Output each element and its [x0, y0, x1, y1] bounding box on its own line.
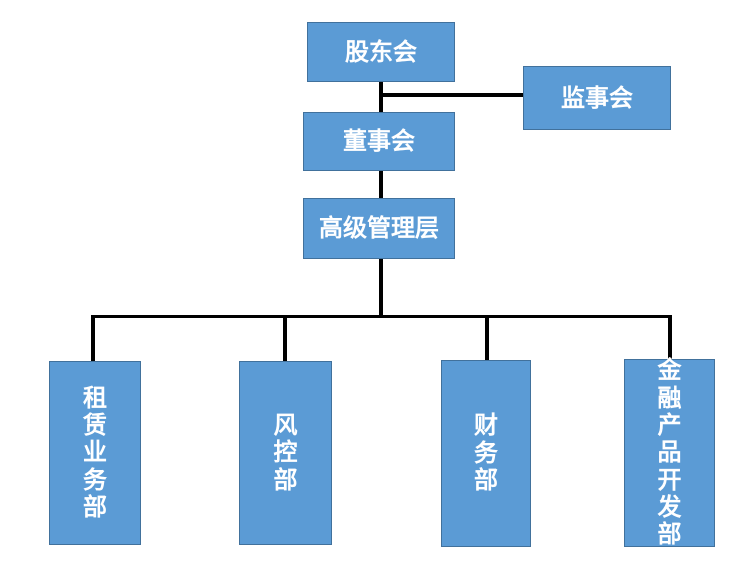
- connector-branch-dept-finance: [485, 315, 489, 362]
- connector-shareholders-supervisors: [381, 93, 524, 97]
- org-node-board-label: 董事会: [343, 127, 415, 156]
- org-node-dept-leasing: 租赁业务部: [49, 361, 141, 545]
- connector-branch-horizontal: [91, 315, 672, 318]
- connector-shareholders-board: [379, 80, 383, 114]
- org-node-supervisors: 监事会: [523, 66, 671, 130]
- org-node-shareholders: 股东会: [307, 22, 455, 82]
- connector-branch-dept-leasing: [91, 315, 95, 363]
- connector-senior-management-branch: [379, 257, 383, 318]
- org-node-dept-risk-control-label: 风控部: [273, 410, 298, 494]
- org-node-dept-leasing-label: 租赁业务部: [83, 383, 107, 522]
- connector-board-senior-management: [379, 169, 383, 200]
- org-node-dept-finance-label: 财务部: [474, 411, 498, 495]
- org-node-senior-management: 高级管理层: [303, 198, 455, 259]
- org-node-shareholders-label: 股东会: [345, 37, 417, 66]
- org-node-dept-risk-control: 风控部: [239, 361, 332, 545]
- org-node-dept-financial-product-dev: 金融产品开发部: [624, 356, 715, 549]
- org-node-supervisors-label: 监事会: [561, 83, 633, 112]
- org-node-dept-finance: 财务部: [441, 360, 531, 547]
- org-node-board: 董事会: [303, 112, 455, 171]
- connector-branch-dept-financial-product-dev: [668, 315, 672, 361]
- connector-branch-dept-risk-control: [283, 315, 287, 363]
- org-node-dept-financial-product-dev-label: 金融产品开发部: [657, 356, 682, 549]
- org-node-senior-management-label: 高级管理层: [319, 214, 439, 243]
